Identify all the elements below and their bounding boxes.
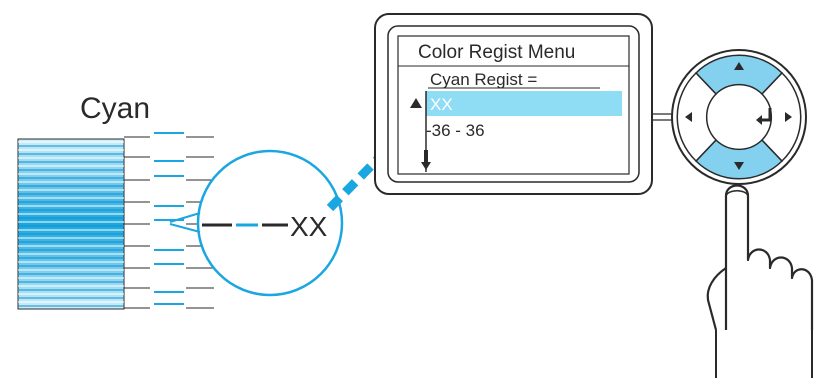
pointing-hand-icon [706, 184, 814, 331]
left-key[interactable] [676, 71, 718, 163]
magnifier-circle [196, 149, 344, 297]
lcd-scroll-down-icon [421, 150, 431, 170]
magnifier-pointer-top [169, 212, 201, 223]
registration-ticks [124, 132, 214, 309]
right-key[interactable] [760, 71, 802, 163]
up-arrow-icon [734, 62, 744, 70]
lcd-current-value: XX [430, 95, 453, 114]
right-arrow-icon [785, 112, 792, 122]
lcd-range: -36 - 36 [426, 121, 485, 140]
lcd-title: Color Regist Menu [418, 42, 575, 63]
lcd-scroll-up-icon [410, 98, 422, 108]
swatch-label: Cyan [80, 92, 150, 125]
magnified-value: XX [290, 211, 328, 242]
cyan-swatch [17, 138, 125, 310]
enter-icon-head [756, 115, 762, 125]
down-arrow-icon [734, 162, 744, 170]
left-arrow-icon [685, 112, 692, 122]
magnifier-pointer-bottom [169, 223, 201, 233]
enter-icon [760, 108, 772, 122]
lcd-value-highlight [426, 91, 622, 116]
enter-key[interactable] [756, 108, 772, 125]
swatch-stripes [18, 141, 124, 307]
lcd-setting-label: Cyan Regist = [430, 70, 537, 89]
